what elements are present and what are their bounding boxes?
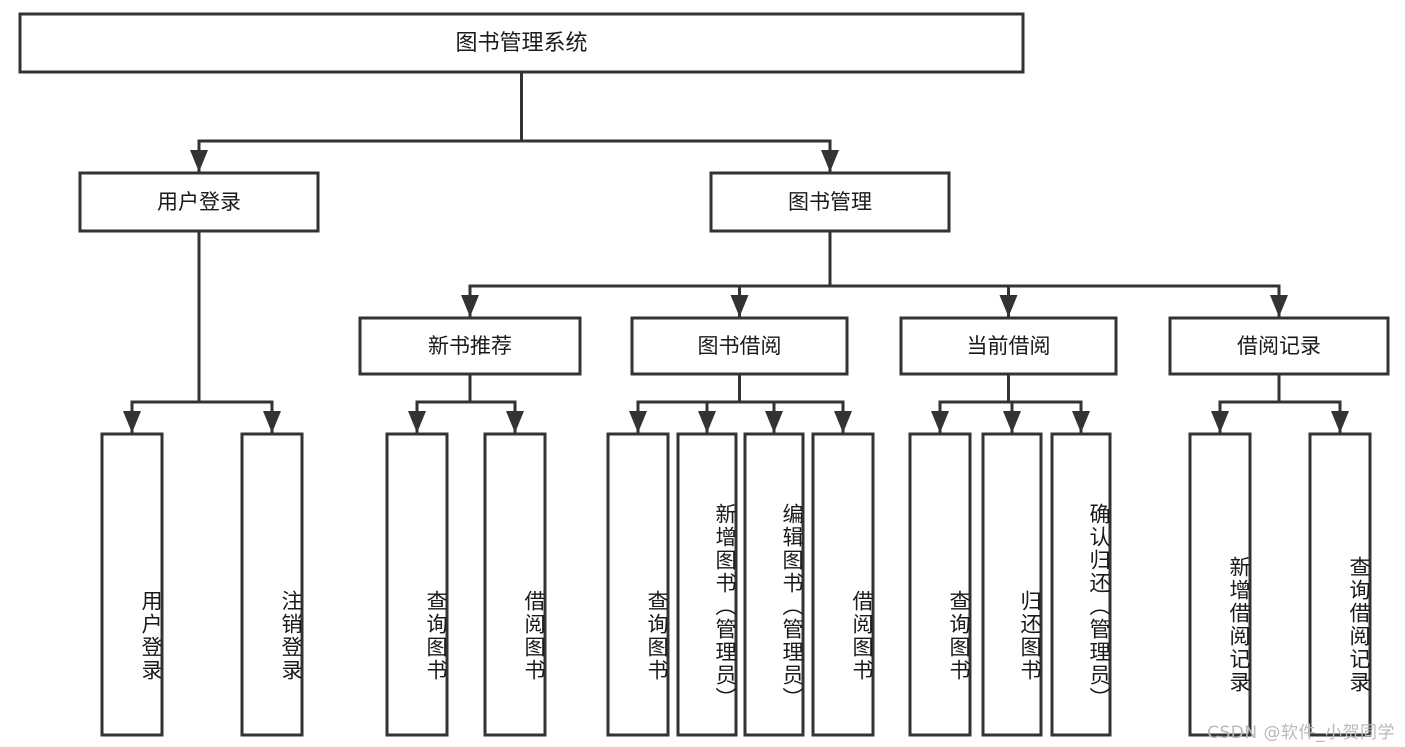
node-label-book-borrow: 图书借阅 [698, 334, 782, 358]
node-box-root[interactable] [18, 12, 1025, 74]
arrow-head-icon [931, 411, 949, 433]
arrow-head-icon [190, 150, 208, 172]
arrow-head-icon [1003, 411, 1021, 433]
node-box-book-manage[interactable] [709, 171, 951, 233]
node-box-borrow-record[interactable] [1168, 316, 1390, 376]
node-box-user-login[interactable] [78, 171, 320, 233]
node-box-leaf-user-login[interactable] [100, 432, 164, 737]
node-box-leaf-edit-book[interactable] [743, 432, 805, 737]
node-box-leaf-borrow-book[interactable] [811, 432, 875, 737]
node-box-new-book-rec[interactable] [358, 316, 582, 376]
arrow-head-icon [999, 295, 1018, 317]
node-label-user-login: 用户登录 [157, 190, 241, 214]
arrow-head-icon [698, 411, 716, 433]
node-box-leaf-query-book-borrow[interactable] [606, 432, 670, 737]
node-box-leaf-logout[interactable] [240, 432, 304, 737]
node-box-leaf-query-record[interactable] [1308, 432, 1372, 737]
node-box-current-borrow[interactable] [899, 316, 1118, 376]
arrow-head-icon [765, 411, 783, 433]
boxes-layer [18, 12, 1390, 737]
arrow-head-icon [123, 411, 141, 433]
node-box-leaf-return-book[interactable] [981, 432, 1043, 737]
arrow-head-icon [834, 411, 852, 433]
arrow-head-icon [263, 411, 281, 433]
node-box-book-borrow[interactable] [630, 316, 849, 376]
arrow-head-icon [461, 295, 479, 317]
node-box-leaf-confirm-return[interactable] [1050, 432, 1112, 737]
node-box-leaf-borrow-book-rec[interactable] [483, 432, 547, 737]
arrow-head-icon [629, 411, 647, 433]
arrow-head-icon [1331, 411, 1349, 433]
node-label-book-manage: 图书管理 [788, 190, 872, 214]
node-box-leaf-add-record[interactable] [1188, 432, 1252, 737]
arrow-head-icon [506, 411, 524, 433]
node-box-leaf-query-book-rec[interactable] [385, 432, 449, 737]
arrow-head-icon [408, 411, 426, 433]
arrow-head-icon [821, 150, 839, 172]
node-label-new-book-rec: 新书推荐 [428, 334, 512, 358]
arrow-head-icon [1211, 411, 1229, 433]
node-label-root: 图书管理系统 [455, 31, 587, 56]
connectors-layer [123, 70, 1349, 435]
node-label-borrow-record: 借阅记录 [1237, 334, 1321, 358]
node-box-leaf-query-book-cur[interactable] [908, 432, 972, 737]
arrow-head-icon [730, 295, 749, 317]
node-label-current-borrow: 当前借阅 [967, 334, 1051, 358]
arrow-head-icon [1072, 411, 1090, 433]
node-box-leaf-add-book[interactable] [676, 432, 738, 737]
csdn-watermark: CSDN @软件_小贺同学 [1207, 723, 1395, 743]
arrow-head-icon [1270, 295, 1288, 317]
